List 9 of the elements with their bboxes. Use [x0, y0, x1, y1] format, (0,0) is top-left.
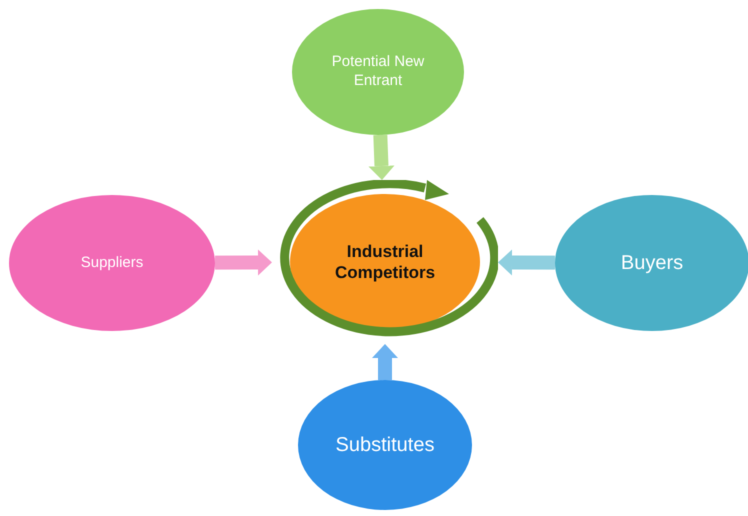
block-arrow	[368, 134, 394, 180]
node-label: Suppliers	[80, 254, 144, 272]
node-label: Potential New Entrant	[330, 53, 426, 91]
node-label: Substitutes	[336, 432, 434, 458]
block-arrow	[214, 249, 272, 276]
node-label: Buyers	[620, 250, 684, 276]
block-arrow	[372, 344, 398, 380]
node-label: Industrial Competitors	[334, 240, 436, 284]
block-arrow	[498, 249, 556, 276]
